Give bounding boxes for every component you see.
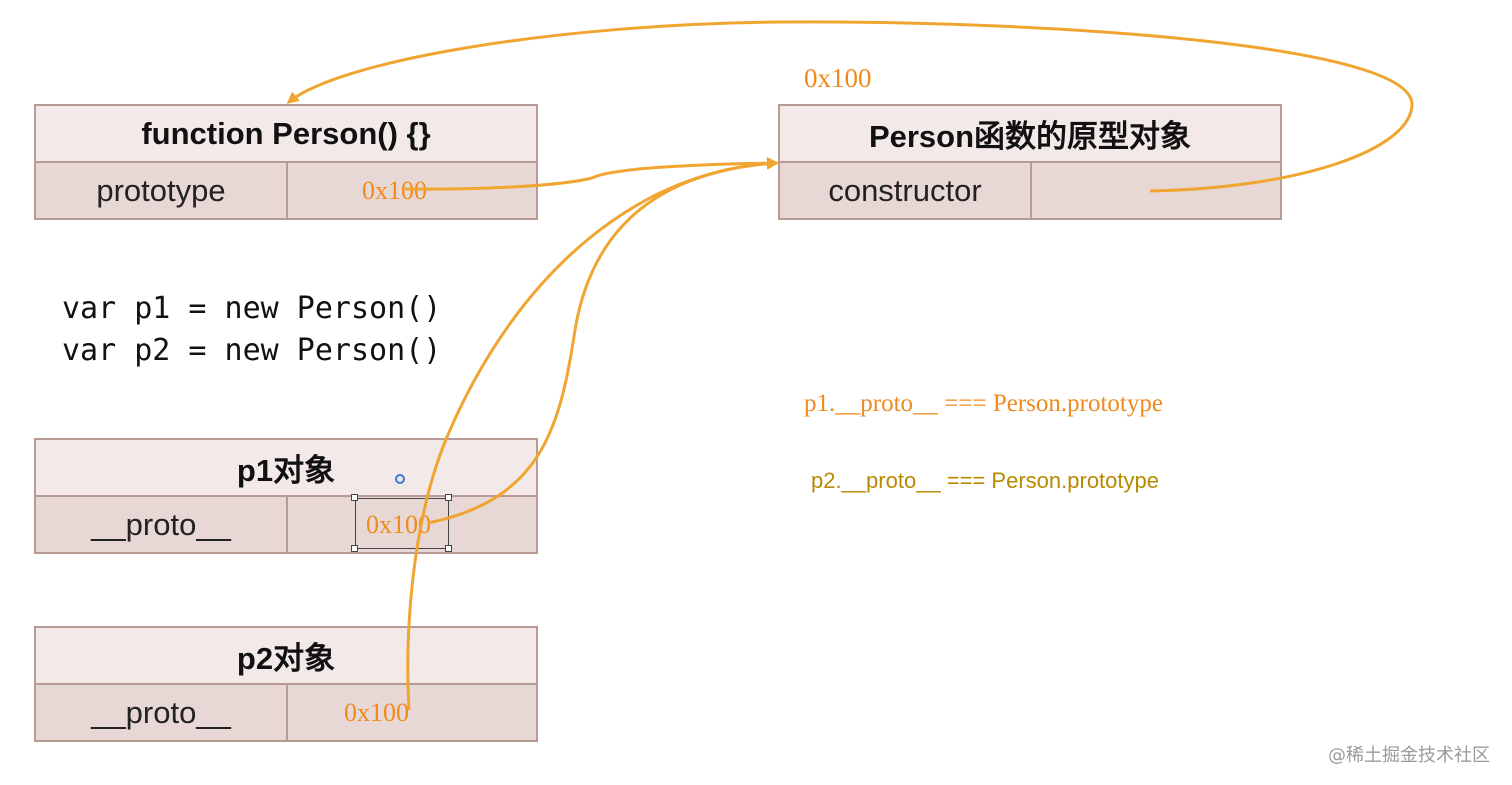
person-function-title: function Person() {}	[36, 106, 536, 163]
p1-proto-key: __proto__	[36, 497, 288, 552]
prototype-object-title: Person函数的原型对象	[780, 106, 1280, 163]
p2-proto-value: 0x100	[344, 697, 409, 727]
code-block: var p1 = new Person() var p2 = new Person…	[62, 288, 441, 372]
code-line-2: var p2 = new Person()	[62, 333, 442, 368]
person-function-box: function Person() {} prototype 0x100	[34, 104, 538, 220]
p2-object-title: p2对象	[36, 628, 536, 685]
watermark: @稀土掘金技术社区	[1328, 745, 1490, 766]
constructor-value	[1032, 163, 1280, 218]
resize-handle-bottom-left[interactable]	[351, 545, 358, 552]
prototype-key: prototype	[36, 163, 288, 218]
p1-proto-note: p1.__proto__ === Person.prototype	[804, 390, 1163, 417]
resize-handle-bottom-right[interactable]	[445, 545, 452, 552]
p1-object-box: p1对象 __proto__ 0x100	[34, 438, 538, 554]
p2-proto-key: __proto__	[36, 685, 288, 740]
prototype-object-box: Person函数的原型对象 constructor	[778, 104, 1282, 220]
p1-object-title: p1对象	[36, 440, 536, 497]
constructor-key: constructor	[780, 163, 1032, 218]
selection-frame[interactable]	[355, 498, 449, 549]
resize-handle-top-right[interactable]	[445, 494, 452, 501]
p2-object-box: p2对象 __proto__ 0x100	[34, 626, 538, 742]
p2-proto-note: p2.__proto__ === Person.prototype	[811, 468, 1159, 493]
prototype-object-address: 0x100	[804, 63, 872, 93]
code-line-1: var p1 = new Person()	[62, 291, 442, 326]
rotate-cursor-icon	[395, 474, 405, 484]
p1-proto-value[interactable]: 0x100	[366, 509, 431, 539]
resize-handle-top-left[interactable]	[351, 494, 358, 501]
prototype-value: 0x100	[362, 175, 427, 205]
